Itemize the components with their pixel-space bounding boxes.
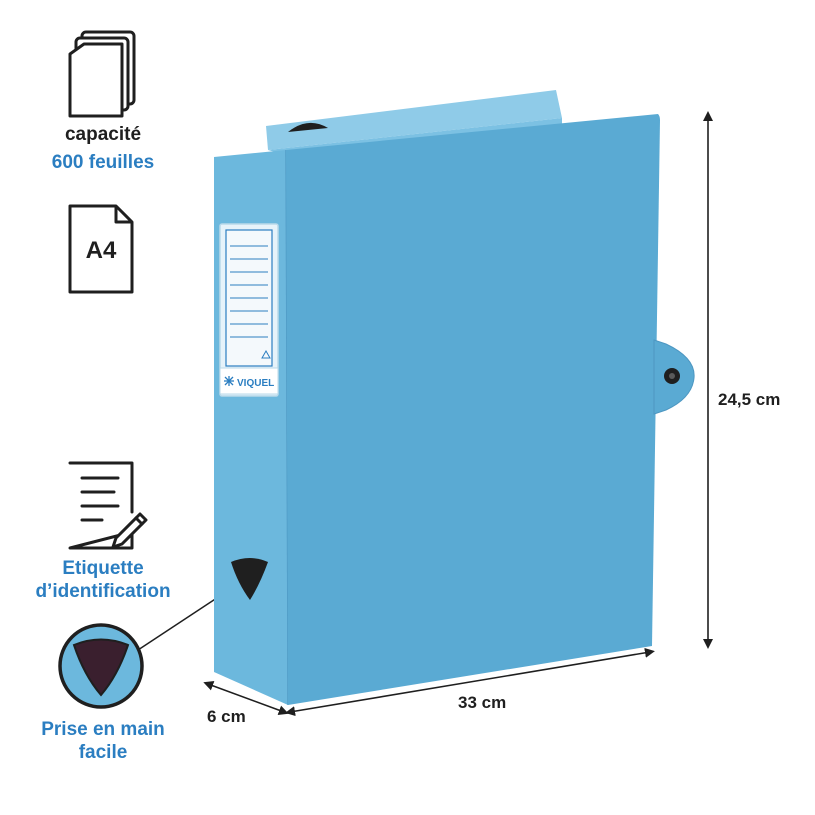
width-arrow [285, 647, 655, 717]
height-value: 24,5 cm [718, 390, 781, 409]
width-value: 33 cm [458, 693, 507, 712]
capacity-value: 600 feuilles [51, 152, 155, 173]
capacity-label: capacité [64, 124, 142, 145]
grip-feature-line2: facile [78, 742, 128, 763]
box-front [286, 114, 660, 705]
label-feature-line1: Etiquette [62, 558, 144, 579]
archive-box [214, 90, 695, 706]
document-pencil-icon [68, 461, 148, 550]
document-icon [68, 204, 134, 294]
finger-hole-icon [58, 623, 144, 709]
depth-arrow [203, 681, 289, 715]
format-badge: A4 [85, 237, 117, 264]
grip-feature-line1: Prise en main [41, 719, 165, 740]
spine-finger-hole [231, 558, 268, 600]
brand-logo-icon [224, 376, 234, 386]
label-feature-line2: d’identification [35, 581, 171, 602]
brand-text: VIQUEL [237, 378, 274, 389]
paper-stack-icon [68, 30, 136, 118]
flap-slot [288, 122, 328, 132]
box-top [266, 90, 562, 150]
depth-value: 6 cm [207, 707, 246, 726]
